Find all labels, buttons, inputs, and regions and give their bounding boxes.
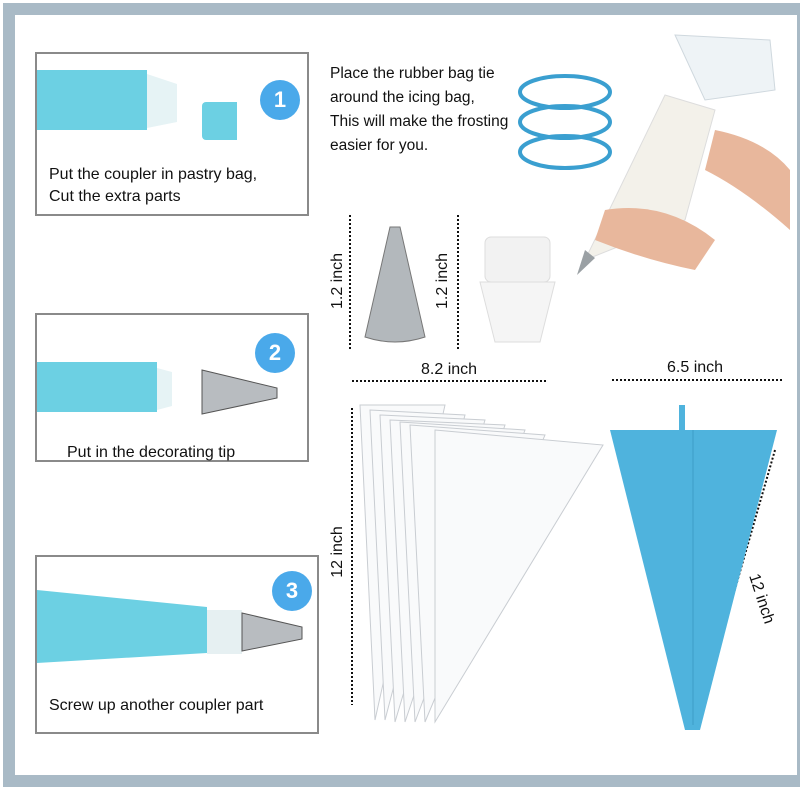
step-3-panel: 3 Screw up another coupler part (35, 555, 319, 734)
coupler-product (479, 236, 556, 343)
instruction-text: Place the rubber bag tie around the icin… (330, 62, 508, 158)
caption-line: Screw up another coupler part (49, 697, 264, 714)
outer-frame (3, 3, 800, 787)
step-3-badge: 3 (272, 571, 312, 611)
step-1-caption: Put the coupler in pastry bag, Cut the e… (49, 164, 307, 208)
caption-line: Put the coupler in pastry bag, (49, 166, 258, 183)
instruction-line: easier for you. (330, 137, 429, 154)
coupler-in-bag-illustration (37, 70, 237, 140)
step-2-panel: 2 Put in the decorating tip (35, 313, 309, 462)
step-1-badge: 1 (260, 80, 300, 120)
silicone-piping-bag-illustration (610, 405, 777, 730)
rubber-bag-ties-illustration (518, 74, 612, 170)
disposable-bag-length-label: 12 inch (328, 526, 346, 578)
screwed-coupler-illustration (37, 590, 303, 663)
instruction-line: around the icing bag, (330, 89, 475, 106)
instruction-line: Place the rubber bag tie (330, 65, 495, 82)
instruction-line: This will make the frosting (330, 113, 509, 130)
piping-bag-in-hands-illustration (577, 34, 790, 275)
step-3-caption: Screw up another coupler part (49, 695, 317, 717)
disposable-bag-width-label: 8.2 inch (421, 361, 478, 378)
caption-line: Cut the extra parts (49, 188, 181, 205)
disposable-piping-bags-illustration (359, 404, 604, 724)
step-1-panel: 1 Put the coupler in pastry bag, Cut the… (35, 52, 309, 216)
decorating-tip-illustration (37, 362, 278, 415)
silicone-bag-width-label: 6.5 inch (667, 359, 724, 376)
caption-line: Put in the decorating tip (67, 444, 236, 461)
decorating-tip-product (364, 226, 426, 343)
step-2-badge: 2 (255, 333, 295, 373)
